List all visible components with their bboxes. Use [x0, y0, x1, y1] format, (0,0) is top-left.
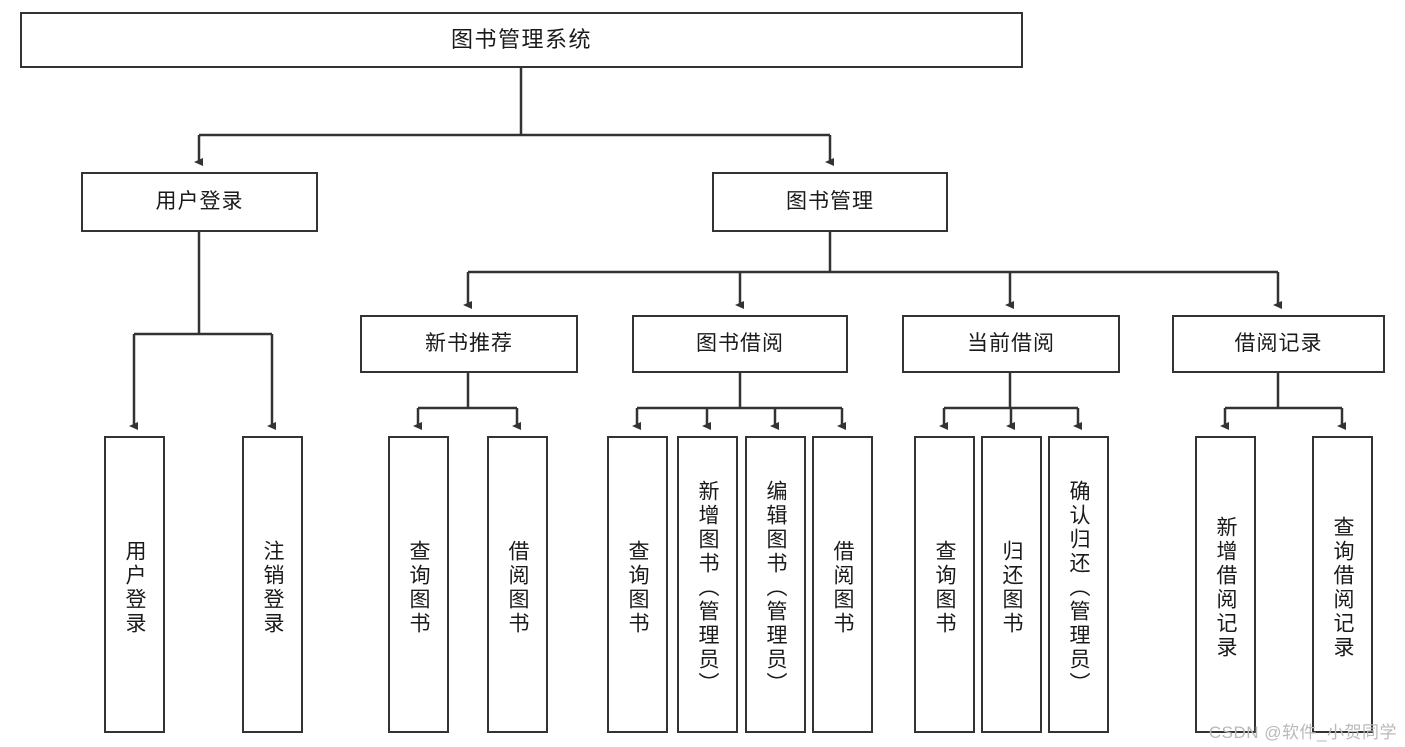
node-label: 借阅记录	[1234, 331, 1323, 355]
leaf-query-books-borrow[interactable]: 查询图书	[607, 436, 668, 733]
leaf-query-books-current[interactable]: 查询图书	[914, 436, 975, 733]
leaf-borrow-books[interactable]: 借阅图书	[812, 436, 873, 733]
node-label: 用户登录	[155, 189, 244, 213]
node-root-system[interactable]: 图书管理系统	[20, 12, 1023, 68]
leaf-return-books[interactable]: 归还图书	[981, 436, 1042, 733]
node-label: 新增图书（管理员）	[696, 479, 719, 696]
node-book-management[interactable]: 图书管理	[712, 172, 948, 232]
leaf-confirm-return-admin[interactable]: 确认归还（管理员）	[1048, 436, 1109, 733]
node-label: 查询图书	[626, 539, 649, 636]
node-label: 编辑图书（管理员）	[764, 479, 787, 696]
node-label: 注销登录	[261, 539, 284, 636]
node-label: 图书借阅	[696, 331, 784, 355]
node-borrow-records[interactable]: 借阅记录	[1172, 315, 1385, 373]
leaf-add-book-admin[interactable]: 新增图书（管理员）	[677, 436, 738, 733]
leaf-edit-book-admin[interactable]: 编辑图书（管理员）	[745, 436, 806, 733]
node-label: 确认归还（管理员）	[1067, 479, 1090, 696]
watermark: CSDN @软件_小贺同学	[1208, 723, 1397, 742]
node-label: 新书推荐	[425, 331, 513, 355]
node-book-borrow[interactable]: 图书借阅	[632, 315, 848, 373]
leaf-user-login[interactable]: 用户登录	[104, 436, 165, 733]
node-label: 查询图书	[933, 539, 956, 636]
node-label: 用户登录	[123, 539, 146, 636]
node-label: 借阅图书	[506, 539, 529, 636]
leaf-query-borrow-record[interactable]: 查询借阅记录	[1312, 436, 1373, 733]
node-new-book-recommend[interactable]: 新书推荐	[360, 315, 578, 373]
node-label: 借阅图书	[831, 539, 854, 636]
node-label: 归还图书	[1000, 539, 1023, 636]
node-label: 图书管理	[786, 189, 874, 213]
leaf-add-borrow-record[interactable]: 新增借阅记录	[1195, 436, 1256, 733]
node-label: 新增借阅记录	[1214, 515, 1237, 660]
leaf-borrow-books-new[interactable]: 借阅图书	[487, 436, 548, 733]
node-current-borrow[interactable]: 当前借阅	[902, 315, 1120, 373]
node-label: 当前借阅	[967, 331, 1055, 355]
node-label: 查询图书	[407, 539, 430, 636]
leaf-logout[interactable]: 注销登录	[242, 436, 303, 733]
node-user-login[interactable]: 用户登录	[81, 172, 318, 232]
node-label: 查询借阅记录	[1331, 515, 1354, 660]
node-label: 图书管理系统	[450, 27, 592, 53]
leaf-query-books-new[interactable]: 查询图书	[388, 436, 449, 733]
